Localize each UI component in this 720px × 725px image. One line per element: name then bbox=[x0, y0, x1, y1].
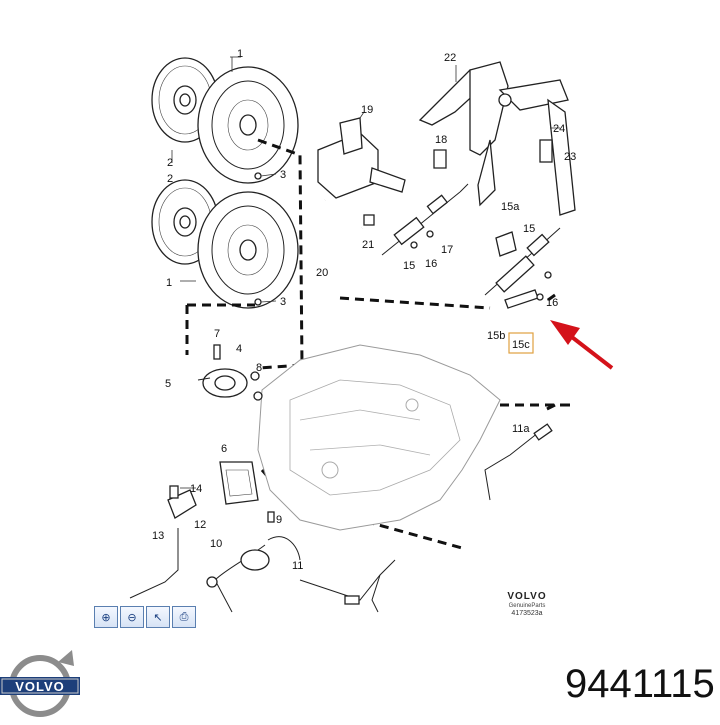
callout-15c: 15c bbox=[512, 339, 530, 351]
slave-cylinder-15[interactable] bbox=[484, 227, 561, 296]
bracket-18[interactable] bbox=[433, 149, 447, 169]
pressure-plate-bottom[interactable] bbox=[197, 191, 299, 309]
bolt-3-top[interactable] bbox=[254, 172, 277, 180]
callout-15-right: 15 bbox=[523, 223, 535, 235]
callout-3b: 3 bbox=[280, 296, 286, 308]
callout-18: 18 bbox=[435, 134, 447, 146]
callout-22: 22 bbox=[444, 52, 456, 64]
callout-19: 19 bbox=[361, 104, 373, 116]
callout-4: 4 bbox=[236, 343, 242, 355]
callout-6: 6 bbox=[221, 443, 227, 455]
callout-15a: 15a bbox=[501, 201, 520, 213]
release-bearing-5[interactable] bbox=[197, 368, 248, 398]
callout-1b: 1 bbox=[166, 277, 172, 289]
bolt-9[interactable] bbox=[267, 511, 275, 523]
callout-labels: 1 2 3 2 1 3 19 22 18 24 23 21 17 20 15 1… bbox=[152, 48, 576, 572]
callout-24: 24 bbox=[553, 123, 565, 135]
part-number: 9441115 bbox=[565, 662, 715, 706]
genuine-parts-label: VOLVO GenuineParts 4173523a bbox=[482, 591, 572, 617]
gearbox-housing bbox=[257, 344, 501, 531]
pipe-11a[interactable] bbox=[484, 423, 553, 501]
hose-10[interactable] bbox=[129, 528, 270, 613]
pedal-bracket-22[interactable] bbox=[418, 61, 576, 216]
callout-15b: 15b bbox=[487, 330, 505, 342]
callout-17: 17 bbox=[441, 244, 453, 256]
callout-5: 5 bbox=[165, 378, 171, 390]
bleeder-15c[interactable] bbox=[504, 289, 539, 309]
callout-16-right: 16 bbox=[546, 297, 558, 309]
callout-20: 20 bbox=[316, 267, 328, 279]
callout-21: 21 bbox=[362, 239, 374, 251]
callout-15: 15 bbox=[403, 260, 415, 272]
cover-6[interactable] bbox=[219, 461, 259, 505]
highlight-arrow bbox=[550, 320, 614, 370]
pipe-11[interactable] bbox=[267, 536, 396, 613]
print-icon[interactable]: ⎙ bbox=[172, 606, 196, 628]
pressure-plate-top[interactable] bbox=[197, 66, 299, 184]
callout-1: 1 bbox=[237, 48, 243, 60]
callout-23: 23 bbox=[564, 151, 576, 163]
callout-box-15c bbox=[508, 332, 534, 354]
callout-2b: 2 bbox=[167, 173, 173, 185]
callout-9: 9 bbox=[276, 514, 282, 526]
dashed-group-clutch bbox=[257, 138, 304, 370]
callout-14: 14 bbox=[190, 483, 202, 495]
brand-subtitle: GenuineParts bbox=[508, 603, 546, 609]
zoom-in-icon[interactable]: ⊕ bbox=[94, 606, 118, 628]
logo-text: VOLVO bbox=[15, 679, 65, 694]
bolt-7[interactable] bbox=[213, 344, 221, 360]
callout-3: 3 bbox=[280, 169, 286, 181]
pipe-15[interactable] bbox=[381, 183, 469, 256]
master-cylinder-19[interactable] bbox=[317, 111, 406, 199]
callout-7: 7 bbox=[214, 328, 220, 340]
callout-2: 2 bbox=[167, 157, 173, 169]
bolt-3-bottom[interactable] bbox=[254, 298, 277, 306]
clip-15a[interactable] bbox=[495, 231, 517, 257]
callout-10: 10 bbox=[210, 538, 222, 550]
pointer-icon[interactable]: ↖ bbox=[146, 606, 170, 628]
callout-8: 8 bbox=[256, 362, 262, 374]
callout-12: 12 bbox=[194, 519, 206, 531]
brand-name: VOLVO bbox=[507, 591, 547, 602]
sensor-24[interactable] bbox=[539, 139, 553, 163]
zoom-out-icon[interactable]: ⊖ bbox=[120, 606, 144, 628]
callout-16: 16 bbox=[425, 258, 437, 270]
callout-11a: 11a bbox=[512, 423, 530, 435]
volvo-logo: VOLVO bbox=[0, 648, 82, 720]
callout-13: 13 bbox=[152, 530, 164, 542]
clip-21[interactable] bbox=[363, 214, 375, 226]
seal-4[interactable] bbox=[253, 391, 263, 401]
callout-11: 11 bbox=[292, 560, 303, 572]
fitting-12[interactable] bbox=[167, 485, 197, 519]
washer-8[interactable] bbox=[250, 371, 260, 381]
diagram-code: 4173523a bbox=[511, 610, 543, 617]
zoom-toolbar: ⊕ ⊖ ↖ ⎙ bbox=[94, 606, 196, 628]
